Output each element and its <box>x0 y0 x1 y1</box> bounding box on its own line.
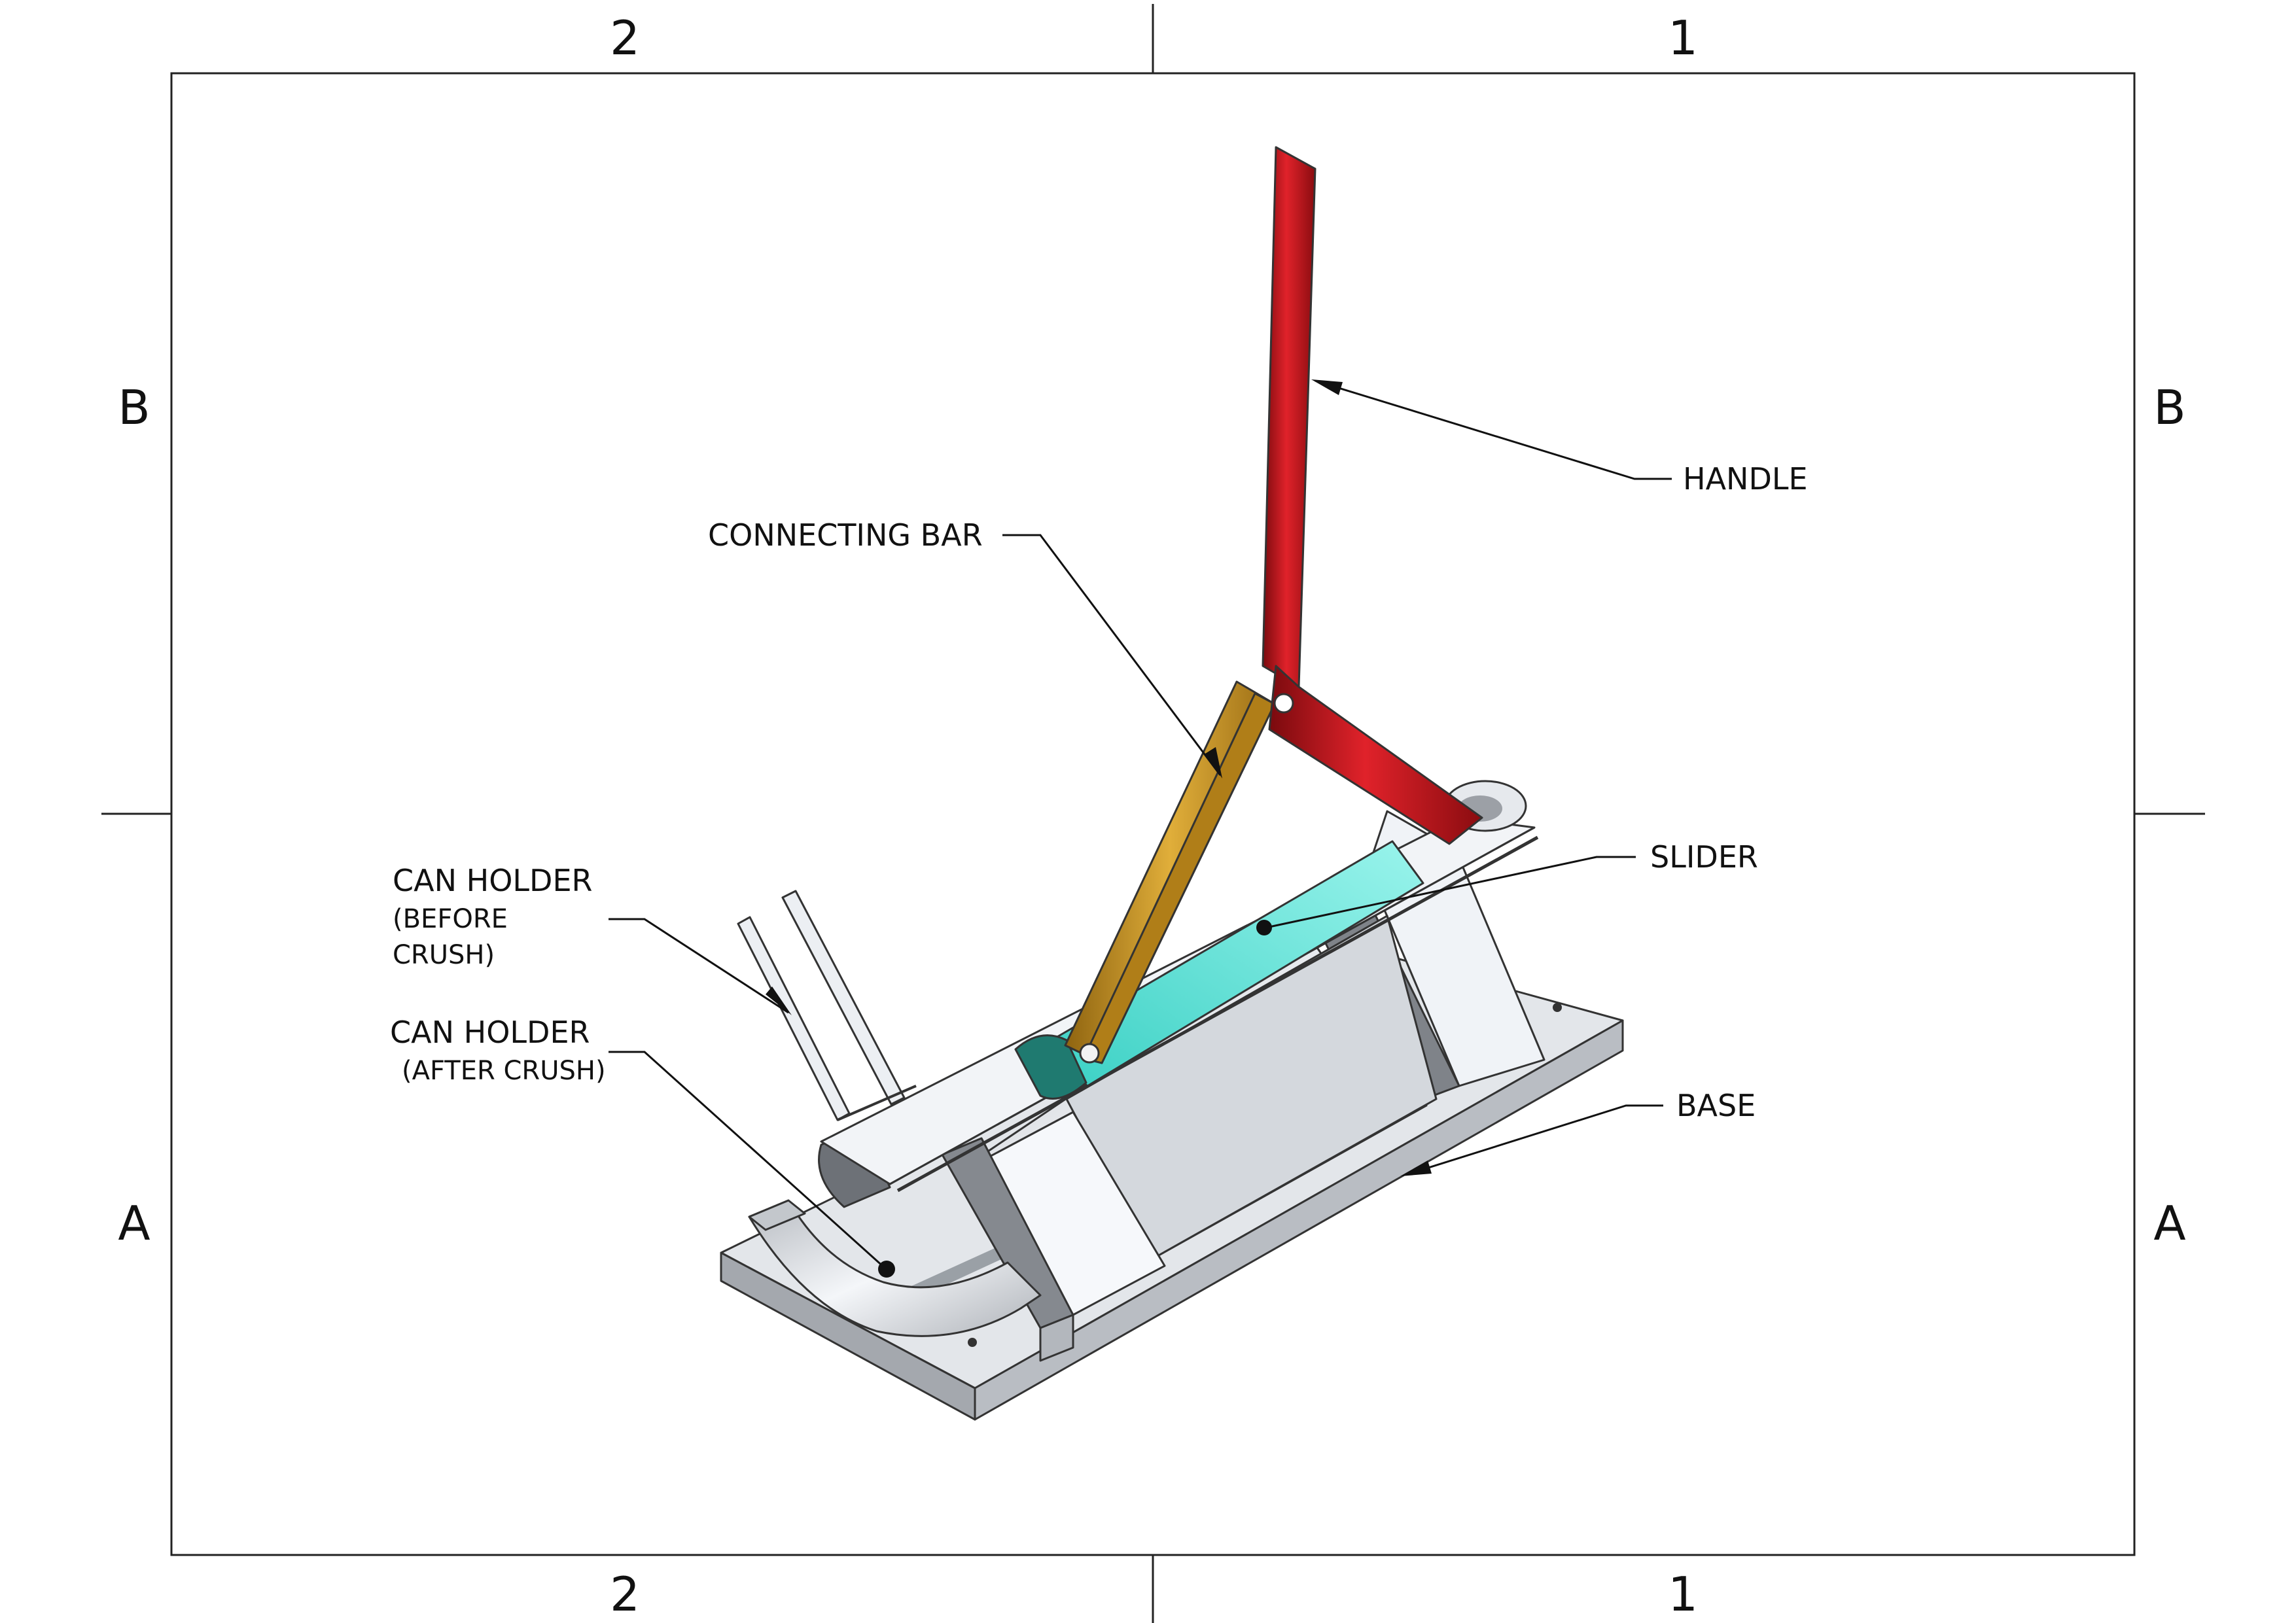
callout-can-holder-before-line1: CAN HOLDER <box>393 863 593 898</box>
zone-right-b: B <box>2153 380 2185 435</box>
callout-slider-label: SLIDER <box>1650 839 1758 875</box>
callout-can-holder-after: CAN HOLDER (AFTER CRUSH) <box>390 1015 895 1278</box>
zone-left-a: A <box>118 1196 150 1251</box>
callout-base: BASE <box>1400 1088 1756 1176</box>
callout-connecting-bar-label: CONNECTING BAR <box>708 517 983 553</box>
callout-slider: SLIDER <box>1256 839 1758 935</box>
callout-base-label: BASE <box>1676 1088 1756 1123</box>
callout-can-holder-before-line2: (BEFORE <box>393 904 508 934</box>
zone-bottom-1: 1 <box>1668 1567 1698 1622</box>
can-holder-before-crush <box>737 890 917 1121</box>
zone-top-1: 1 <box>1668 10 1698 65</box>
callout-can-holder-after-line2: (AFTER CRUSH) <box>402 1056 606 1086</box>
callout-can-holder-before-line3: CRUSH) <box>393 940 495 970</box>
callout-can-holder-before: CAN HOLDER (BEFORE CRUSH) <box>393 863 792 1015</box>
zone-left-b: B <box>118 380 150 435</box>
slider-part <box>1014 840 1424 1100</box>
sheet-frame <box>101 4 2205 1623</box>
zone-top-2: 2 <box>610 10 640 65</box>
handle-part <box>1262 146 1483 845</box>
zone-bottom-2: 2 <box>610 1567 640 1622</box>
callout-can-holder-after-line1: CAN HOLDER <box>390 1015 590 1050</box>
callout-handle-label: HANDLE <box>1683 461 1808 497</box>
callout-connecting-bar: CONNECTING BAR <box>708 517 1222 778</box>
callout-handle: HANDLE <box>1311 379 1808 497</box>
zone-labels: 2 1 2 1 B A B A <box>118 10 2185 1622</box>
zone-right-a: A <box>2153 1196 2185 1251</box>
